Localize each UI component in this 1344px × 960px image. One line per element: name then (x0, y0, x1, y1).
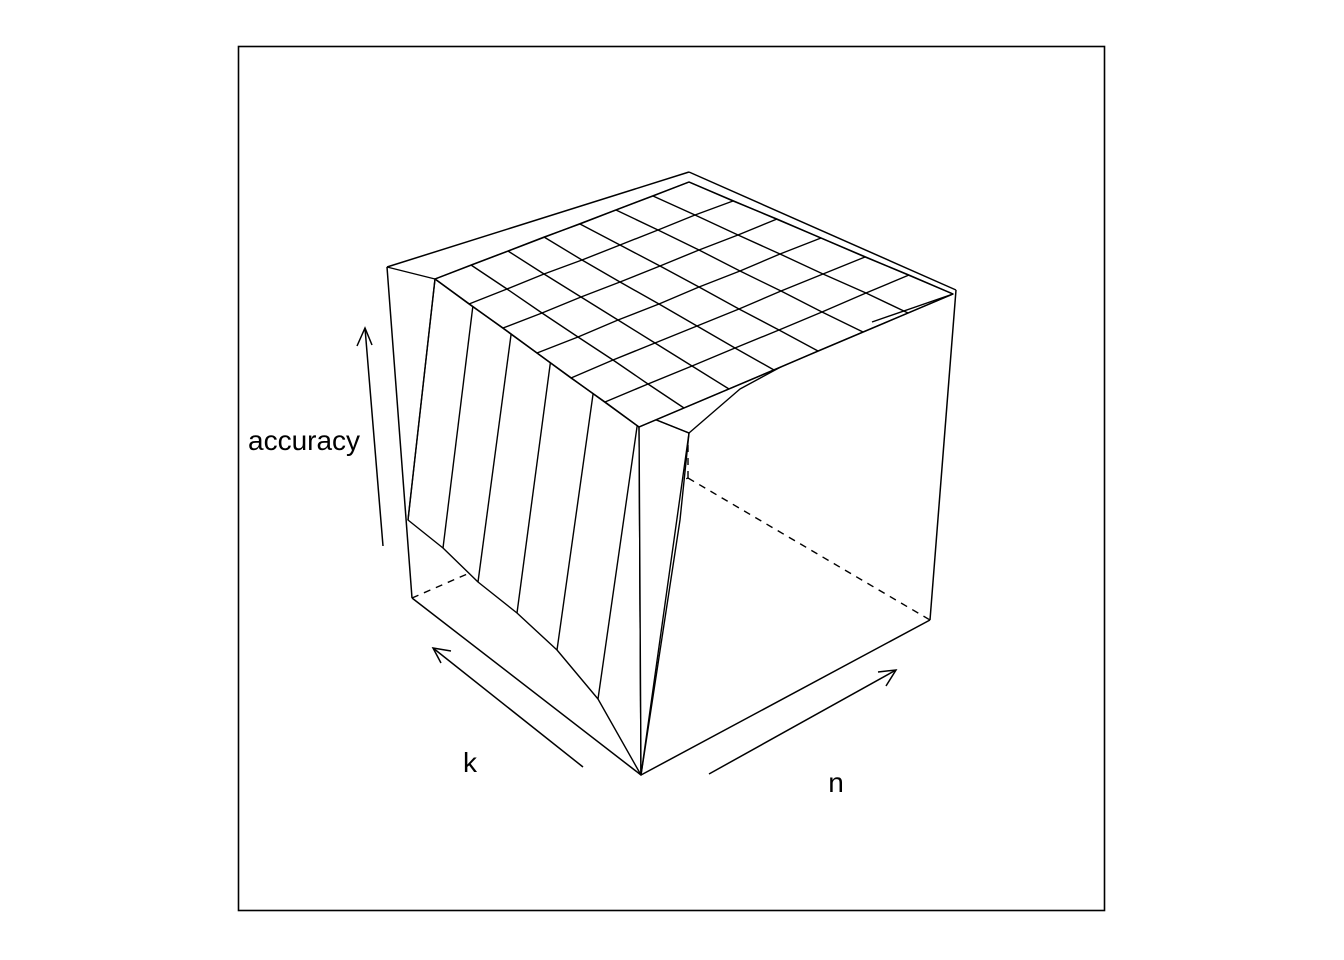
x-axis-label: n (828, 767, 844, 798)
z-axis-label: accuracy (248, 425, 360, 456)
y-axis-label: k (463, 747, 478, 778)
surface-top-wire-k-5 (468, 200, 734, 305)
box-edge-left-vertical (386, 266, 413, 599)
box-edge-back-bottom-right (687, 477, 931, 621)
box-visible-edges (386, 171, 957, 776)
x-axis-arrow (708, 669, 898, 775)
surface-top-wire-n-7 (688, 181, 954, 295)
surface-top-wire-k-2 (570, 256, 866, 379)
box-edge-front-bottom-right (640, 619, 931, 776)
surface-wire-k-3 (516, 342, 554, 614)
surface-wireframe (386, 181, 954, 776)
box-edge-front-bottom-left (411, 597, 642, 776)
surface-top-wire-n-5 (615, 209, 864, 333)
box-edge-top-back-right (688, 171, 957, 291)
surface-top-wire-k-6 (434, 181, 690, 280)
surface-lip-right (871, 293, 954, 323)
surface-wire-n-front (640, 432, 690, 776)
surface-wire-k-2 (477, 319, 514, 583)
surface-top-wire-n-2 (507, 250, 730, 390)
surface-lip-left (386, 266, 436, 280)
surface-wire-k-5 (597, 412, 640, 700)
box-edge-right-vertical (929, 289, 957, 621)
surface-right-face (638, 412, 690, 776)
surface-top-wire-n-3 (543, 236, 775, 371)
plot-frame (237, 45, 1106, 912)
y-axis-arrow (431, 647, 584, 768)
surface-wire-k-1 (442, 296, 475, 549)
box-edge-top-back-left (386, 171, 690, 268)
surface-top-wire-k-1 (604, 274, 910, 403)
surface-top-wire-n-6 (652, 195, 909, 314)
z-axis-arrow (356, 326, 384, 547)
surface-top-wire-n-4 (579, 223, 819, 352)
surface-wire-k-0 (407, 278, 436, 521)
surface-top-wire-n-1 (470, 264, 685, 409)
surface-top-wire-k-3 (536, 237, 822, 354)
surface-top-wire-n-0 (434, 278, 640, 428)
surface-top-wire-k-4 (502, 218, 778, 329)
surface-top-wire-k-0 (638, 293, 954, 428)
surface-wire-k-4 (556, 365, 598, 651)
axis-arrows (356, 326, 898, 775)
